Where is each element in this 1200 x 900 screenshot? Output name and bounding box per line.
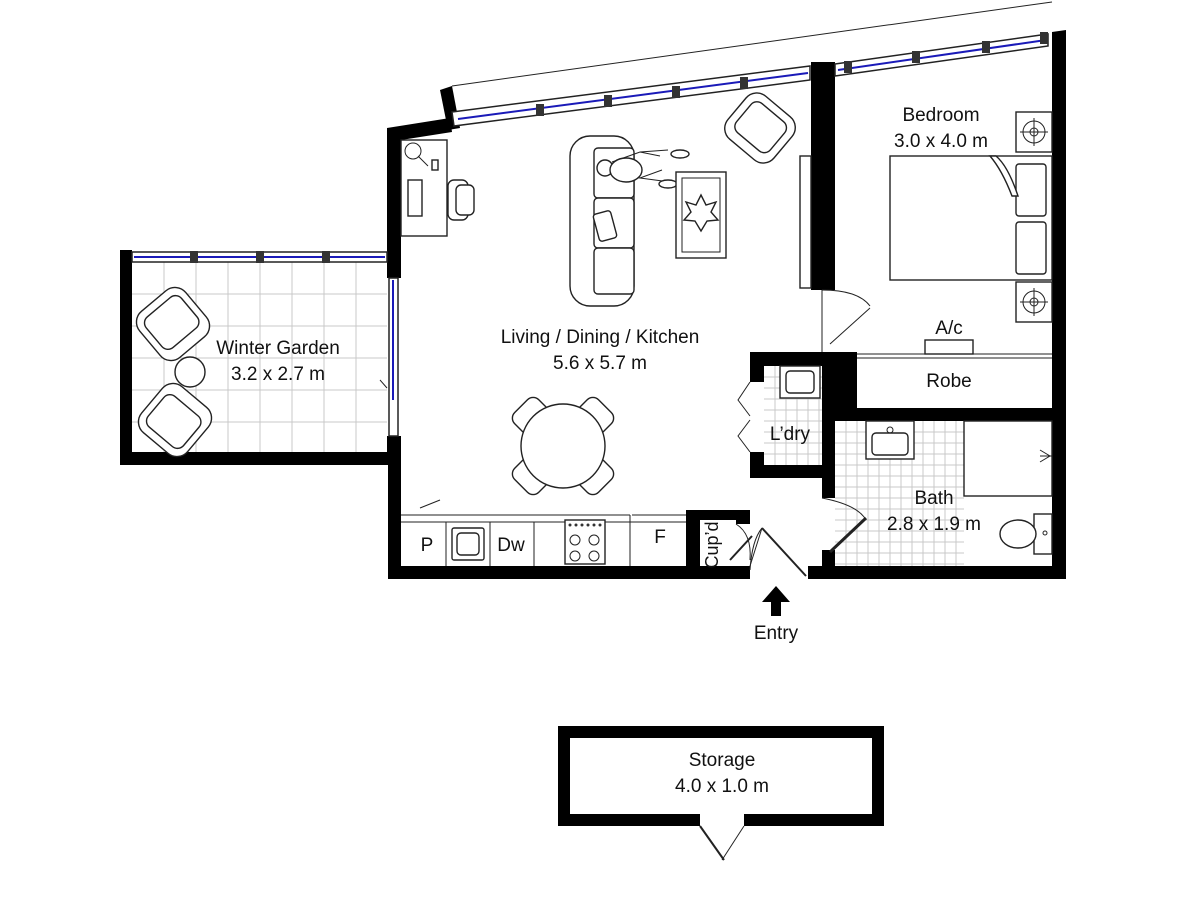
entry-arrow-icon — [762, 586, 790, 616]
walls — [120, 30, 1066, 579]
ac-label: A/c — [935, 318, 962, 339]
laundry-tub — [779, 365, 821, 399]
pantry-label: P — [421, 535, 434, 556]
ac-unit-and-robe — [857, 339, 1052, 359]
dishwasher-label: Dw — [497, 535, 525, 556]
armchair-bottom — [137, 382, 213, 458]
shower — [963, 420, 1053, 497]
bath-size: 2.8 x 1.9 m — [887, 514, 981, 535]
fridge-label: F — [654, 527, 666, 548]
living-size: 5.6 x 5.7 m — [553, 353, 647, 374]
cooktop — [564, 519, 606, 565]
living-name: Living / Dining / Kitchen — [501, 327, 700, 348]
bedroom-name: Bedroom — [902, 105, 979, 126]
bedroom-size: 3.0 x 4.0 m — [894, 131, 988, 152]
storage-room — [558, 726, 884, 861]
dining-set — [511, 396, 615, 496]
winter-garden-window — [131, 251, 399, 437]
north-window — [451, 1, 1053, 127]
bath-name: Bath — [914, 488, 953, 509]
entry-label: Entry — [754, 623, 799, 644]
armchair-top — [135, 286, 211, 362]
laundry-label: L’dry — [770, 424, 811, 445]
desk — [400, 139, 475, 237]
coffee-table-rug — [675, 171, 727, 259]
cupboard-label: Cup’d — [702, 521, 722, 568]
winter-garden-size: 3.2 x 2.7 m — [231, 364, 325, 385]
robe-label: Robe — [926, 371, 971, 392]
kitchen-sink — [451, 527, 485, 561]
vanity-basin — [865, 420, 915, 460]
armchair-living — [724, 92, 796, 164]
doors — [729, 289, 871, 577]
bedside-top — [1015, 111, 1053, 153]
storage-name: Storage — [689, 750, 756, 771]
bed — [889, 155, 1053, 281]
kitchen-bench — [401, 499, 686, 566]
storage-size: 4.0 x 1.0 m — [675, 776, 769, 797]
toilet — [999, 513, 1053, 555]
tv-unit — [799, 155, 812, 289]
bedside-bottom — [1015, 281, 1053, 323]
side-table — [174, 356, 206, 388]
winter-garden-name: Winter Garden — [216, 338, 340, 359]
